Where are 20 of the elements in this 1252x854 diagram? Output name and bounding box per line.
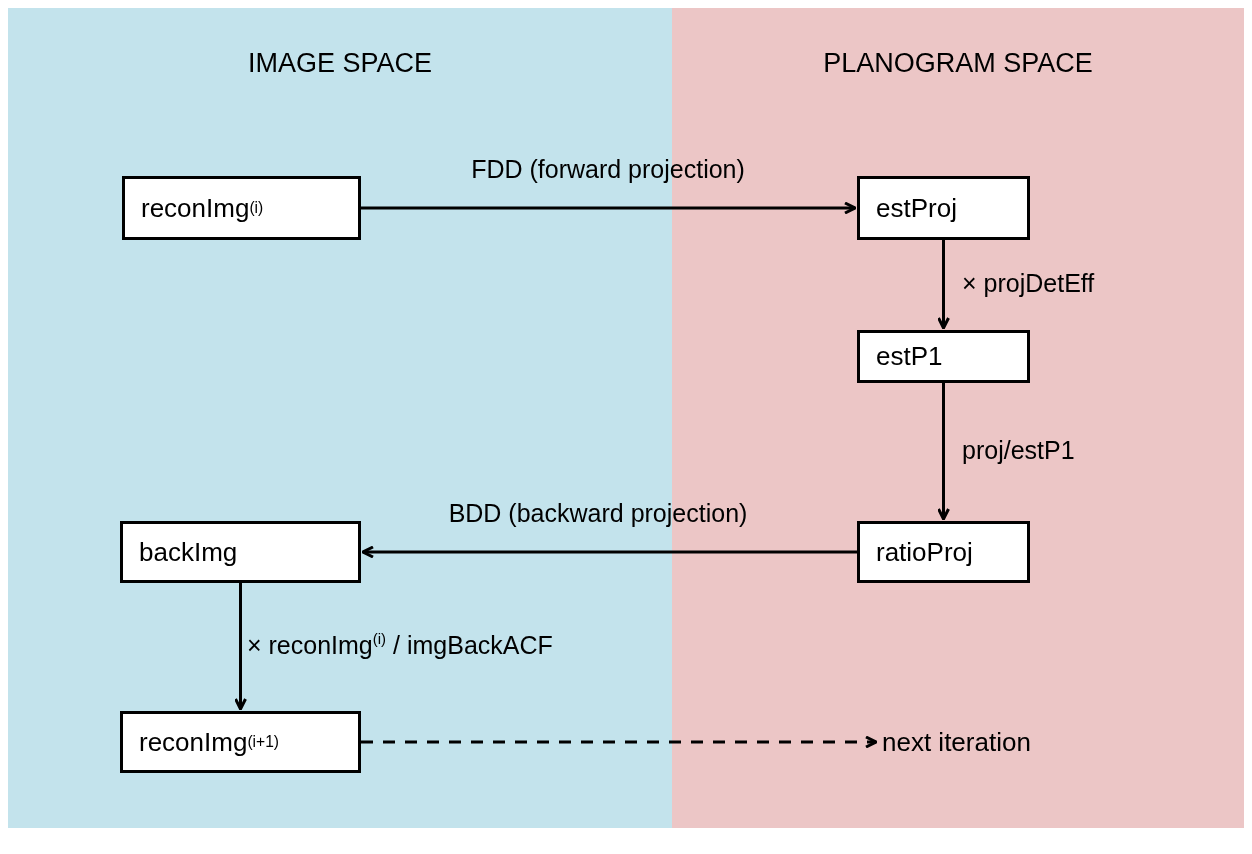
process-box: reconImg$^{(i)}$ — [122, 176, 361, 240]
edge-label: FDD (forward projection) — [471, 154, 745, 184]
arrow — [937, 240, 950, 330]
region-title: IMAGE SPACE — [246, 48, 433, 79]
edge-label: × reconImg$^{(i)}$ / imgBackACF — [247, 630, 553, 660]
process-box: backImg — [120, 521, 361, 583]
process-box: estP1 — [857, 330, 1030, 383]
arrow — [234, 583, 247, 711]
edge-label: × projDetEff — [962, 268, 1095, 298]
process-box: estProj — [857, 176, 1030, 240]
region-title: PLANOGRAM SPACE — [822, 48, 1094, 79]
arrow — [937, 383, 950, 521]
flow-text: next iteration — [878, 720, 1098, 764]
edge-label: BDD (backward projection) — [448, 498, 748, 528]
arrow — [361, 545, 857, 559]
edge-label: proj/estP1 — [962, 435, 1075, 465]
process-box: reconImg$^{(i+1)}$ — [120, 711, 361, 773]
process-box: ratioProj — [857, 521, 1030, 583]
arrow — [361, 735, 878, 749]
arrow — [361, 201, 857, 215]
